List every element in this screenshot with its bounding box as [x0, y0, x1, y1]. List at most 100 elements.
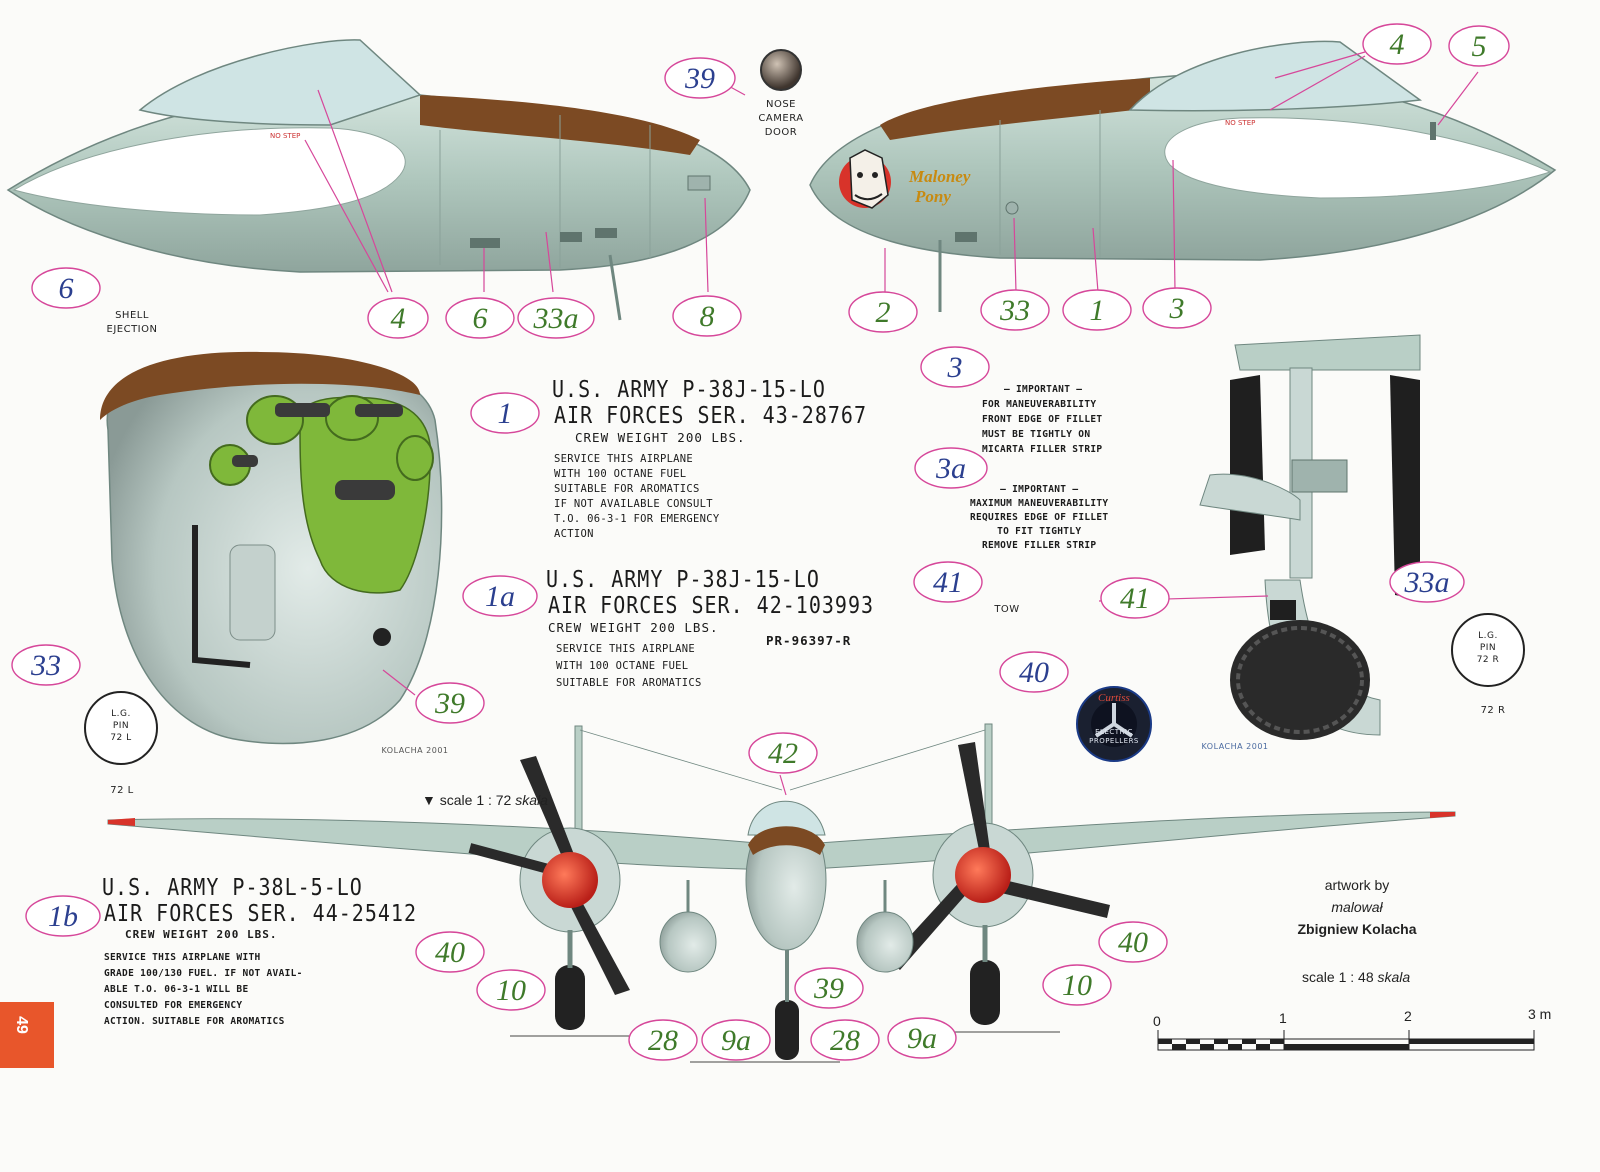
callout-ring: [1042, 964, 1112, 1006]
callout-ring: [1389, 561, 1465, 603]
callout-number: 9a: [721, 1024, 751, 1057]
callout-ring: [999, 651, 1069, 693]
callout-c4l: 4: [367, 297, 429, 339]
callout-ring: [462, 575, 538, 617]
callout-c33r: 33: [980, 289, 1050, 331]
ruler-tick-0: 0: [1153, 1013, 1161, 1029]
callout-ring: [701, 1019, 771, 1061]
callout-c40r: 40: [1098, 921, 1168, 963]
callout-ring: [517, 297, 595, 339]
callout-number: 33a: [1404, 566, 1450, 599]
callout-ring: [980, 289, 1050, 331]
callout-ring: [25, 895, 101, 937]
callout-ring: [848, 291, 918, 333]
callout-c33: 33: [11, 644, 81, 686]
curtiss-electric-badge: Curtiss: [1076, 686, 1152, 762]
callout-ring: [1100, 577, 1170, 619]
stencil1a-line2: AIR FORCES SER. 42-103993: [548, 591, 875, 619]
callout-c39f: 39: [794, 967, 864, 1009]
callout-c1a: 1a: [462, 575, 538, 617]
callout-number: 1a: [485, 580, 515, 613]
callout-number: 6: [473, 302, 488, 335]
callout-number: 40: [435, 936, 465, 969]
callout-c10r: 10: [1042, 964, 1112, 1006]
callout-ring: [31, 267, 101, 309]
no-step-marking-right: NO STEP: [1225, 119, 1255, 127]
nose-camera-door-swatch: [760, 49, 802, 91]
callout-ring: [415, 682, 485, 724]
callout-ring: [794, 967, 864, 1009]
callout-number: 33a: [533, 302, 579, 335]
callout-number: 2: [876, 296, 891, 329]
callout-number: 5: [1472, 30, 1487, 63]
callout-number: 39: [813, 972, 844, 1005]
callout-number: 3: [1169, 292, 1185, 325]
callout-number: 42: [768, 737, 798, 770]
callout-ring: [470, 392, 540, 434]
callout-number: 8: [700, 300, 715, 333]
callout-c5: 5: [1448, 25, 1510, 67]
callout-c9al: 9a: [701, 1019, 771, 1061]
callout-ring: [914, 447, 988, 489]
ruler-tick-3: 3 m: [1528, 1006, 1552, 1022]
callout-ring: [1142, 287, 1212, 329]
callout-number: 4: [1390, 28, 1405, 61]
ruler-tick-1: 1: [1279, 1010, 1287, 1026]
callout-c4r: 4: [1362, 23, 1432, 65]
callout-c8: 8: [672, 295, 742, 337]
callout-number: 28: [648, 1024, 678, 1057]
callout-number: 39: [434, 687, 465, 720]
right-nose-profile: Maloney Pony NO STEP: [809, 40, 1557, 312]
lg-pin-left-caption: 72 L: [110, 785, 134, 796]
callout-ring: [11, 644, 81, 686]
callout-ring: [748, 732, 818, 774]
pony-name-line1: Maloney: [908, 167, 971, 186]
callout-ring: [1448, 25, 1510, 67]
artwork-credit: artwork by malował Zbigniew Kolacha: [1297, 877, 1417, 937]
stencil1a-code: PR-96397-R: [766, 633, 852, 648]
lg-pin-right-disc: [1451, 613, 1525, 687]
callout-c10l: 10: [476, 969, 546, 1011]
stencil1a-crew: CREW WEIGHT 200 LBS.: [548, 620, 719, 635]
stencil1-crew: CREW WEIGHT 200 LBS.: [575, 430, 746, 445]
callout-c33al: 33a: [517, 297, 595, 339]
curtiss-text: Curtiss: [1098, 692, 1130, 704]
left-nose-profile: NO STEP: [6, 39, 751, 321]
callout-c1: 1: [470, 392, 540, 434]
callout-number: 40: [1118, 926, 1148, 959]
callout-number: 1: [1090, 294, 1105, 327]
callout-number: 3a: [935, 452, 966, 485]
callout-c33ab: 33a: [1389, 561, 1465, 603]
callout-ring: [810, 1019, 880, 1061]
scale-48-caption: scale 1 : 48 skala: [1302, 969, 1411, 985]
callout-c3r: 3: [1142, 287, 1212, 329]
callout-number: 28: [830, 1024, 860, 1057]
callout-number: 39: [684, 62, 715, 95]
stencil1-line1: U.S. ARMY P-38J-15-LO: [552, 375, 826, 403]
callout-ring: [1362, 23, 1432, 65]
callout-number: 3: [947, 351, 963, 384]
callout-c28r: 28: [810, 1019, 880, 1061]
callout-number: 4: [391, 302, 406, 335]
callout-ring: [445, 297, 515, 339]
page-number: 49: [12, 1016, 30, 1034]
stencil1a-line1: U.S. ARMY P-38J-15-LO: [546, 565, 820, 593]
callout-c3a: 3a: [914, 447, 988, 489]
callout-ring: [1062, 289, 1132, 331]
callout-c1b: 1b: [25, 895, 101, 937]
callout-c6l: 6: [445, 297, 515, 339]
landing-gear-detail: [1199, 334, 1421, 740]
callout-c39n: 39: [415, 682, 485, 724]
callout-number: 1: [498, 397, 513, 430]
page-tab: [0, 1002, 54, 1068]
callout-ring: [887, 1017, 957, 1059]
